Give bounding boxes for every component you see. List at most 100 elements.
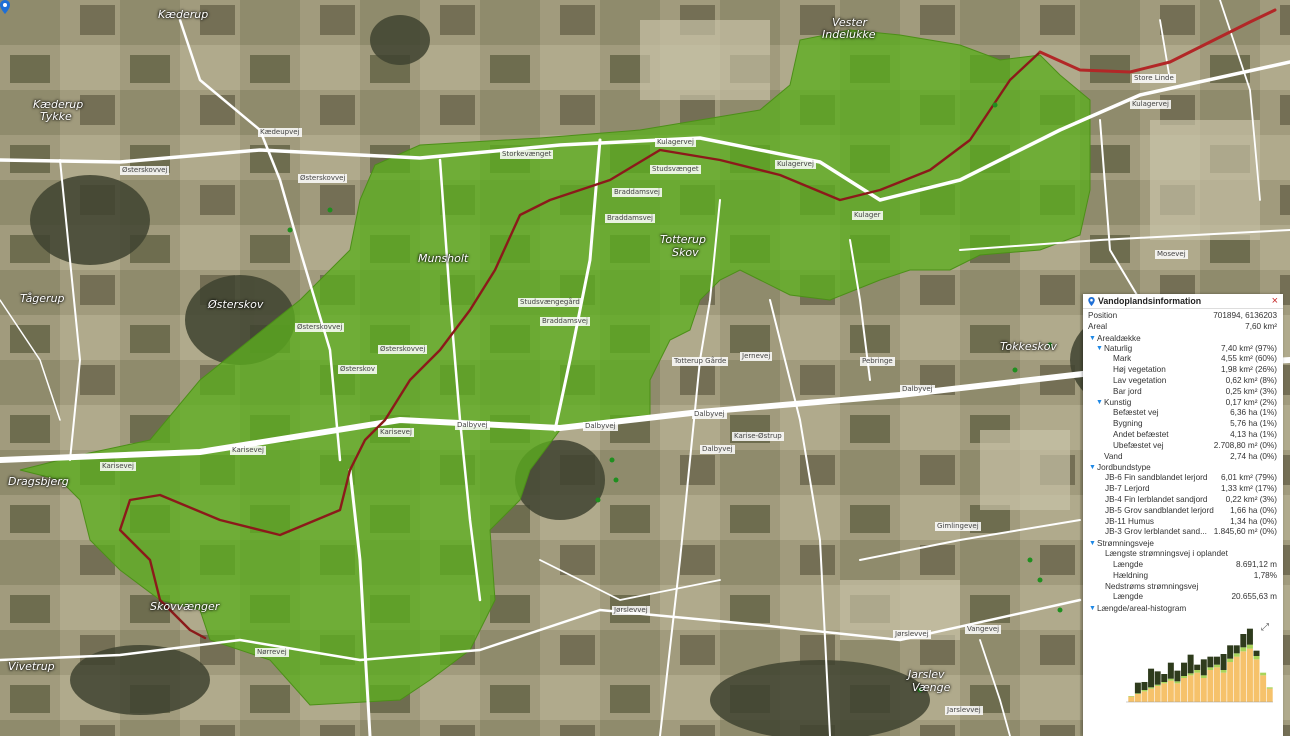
histogram-bar	[1167, 678, 1174, 681]
downstream-length-value: 20.655,63 m	[1231, 592, 1277, 602]
section-soil[interactable]: ▼ Jordbundstype	[1083, 462, 1283, 473]
histogram-bar	[1181, 676, 1188, 679]
flow-path	[118, 8, 1277, 640]
histogram-bar	[1174, 681, 1181, 684]
histogram-bar	[1233, 653, 1240, 657]
soil-label: JB-11 Humus	[1105, 516, 1154, 526]
panel-header: Vandoplandsinformation ×	[1083, 294, 1283, 309]
histogram-bar	[1148, 688, 1155, 703]
histogram-bar	[1161, 683, 1168, 703]
section-soil-label: Jordbundstype	[1097, 463, 1151, 473]
road-label: Dalbyvej	[700, 445, 735, 454]
close-icon[interactable]: ×	[1271, 295, 1278, 307]
histogram-bar	[1227, 658, 1234, 663]
histogram-container: ⤢	[1083, 614, 1283, 704]
place-label: Kæderup	[158, 8, 209, 21]
chevron-down-icon: ▼	[1089, 464, 1096, 472]
road-label: Pebringe	[860, 357, 895, 366]
histogram-bar	[1246, 648, 1253, 703]
histogram-bar	[1213, 664, 1220, 668]
histogram-bar	[1194, 664, 1201, 671]
section-histogram-label: Længde/areal-histogram	[1097, 604, 1187, 614]
histogram-bar	[1128, 696, 1135, 697]
histogram-bar	[1194, 672, 1201, 703]
histogram-bar	[1260, 672, 1267, 676]
expand-icon[interactable]: ⤢	[1261, 622, 1269, 634]
road-label: Kulagervej	[775, 160, 816, 169]
land-cover-label: Høj vegetation	[1113, 365, 1166, 375]
road-label: Studsvængegård	[518, 298, 582, 307]
histogram-bar	[1167, 680, 1174, 703]
road-label: Kædeupvej	[258, 128, 302, 137]
histogram-bar	[1260, 675, 1267, 703]
section-land-cover[interactable]: ▼ Arealdække	[1083, 333, 1283, 344]
road-label: Østerskov	[338, 365, 377, 374]
place-label: Vester	[832, 16, 867, 29]
histogram-bar	[1207, 656, 1214, 668]
land-cover-value: 0,25 km² (3%)	[1225, 386, 1277, 396]
downstream-length-label: Længde	[1113, 592, 1144, 602]
location-pin-icon[interactable]	[0, 0, 10, 14]
place-label: Indelukke	[822, 28, 876, 41]
downstream-length-row: Længde 20.655,63 m	[1083, 592, 1283, 603]
road-label: Kulager	[852, 211, 883, 220]
section-histogram[interactable]: ▼ Længde/areal-histogram	[1083, 603, 1283, 614]
place-label: Østerskov	[208, 298, 264, 311]
histogram-bar	[1187, 654, 1194, 674]
histogram-bar	[1181, 662, 1188, 677]
land-cover-value: 0,62 km² (8%)	[1225, 375, 1277, 385]
histogram-bar	[1148, 687, 1155, 689]
place-label: Vænge	[912, 681, 951, 694]
histogram-bar	[1134, 693, 1141, 695]
histogram-bar	[1266, 688, 1273, 703]
histogram-bar	[1207, 670, 1214, 703]
panel-title: Vandoplandsinformation	[1098, 296, 1202, 306]
land-cover-label: Ubefæstet vej	[1113, 440, 1164, 450]
soil-label: JB-3 Grov lerblandet sand...	[1105, 527, 1207, 537]
section-flow[interactable]: ▼ Strømningsveje	[1083, 538, 1283, 549]
histogram-bar	[1134, 682, 1141, 694]
place-label: Tågerup	[20, 292, 65, 305]
histogram-bar	[1240, 634, 1247, 648]
slope-value: 1,78%	[1253, 570, 1277, 580]
soil-label: JB-5 Grov sandblandet lerjord	[1105, 505, 1214, 515]
road-label: Braddamsvej	[612, 188, 663, 197]
section-land-cover-label: Arealdække	[1097, 333, 1141, 343]
soil-value: 6,01 km² (79%)	[1221, 473, 1277, 483]
road-label: Storkevænget	[500, 150, 554, 159]
histogram-bar	[1220, 654, 1227, 671]
area-value: 7,60 km²	[1245, 321, 1277, 331]
histogram-bar	[1227, 645, 1234, 659]
length-area-histogram	[1126, 628, 1273, 703]
histogram-bar	[1128, 696, 1135, 703]
road-label: Totterup Gårde	[672, 357, 729, 366]
soil-list: JB-6 Fin sandblandet lerjord 6,01 km² (79…	[1083, 473, 1283, 538]
land-cover-label: Andet befæstet	[1113, 429, 1169, 439]
place-label: Munsholt	[418, 252, 469, 265]
soil-label: JB-6 Fin sandblandet lerjord	[1105, 473, 1208, 483]
place-label: Totterup	[660, 233, 706, 246]
land-cover-value: 2,74 ha (0%)	[1230, 451, 1277, 461]
catchment-area[interactable]	[19, 29, 1091, 706]
histogram-bar	[1141, 690, 1148, 692]
histogram-bar	[1246, 644, 1253, 649]
road-label: Østerskovvej	[295, 323, 345, 332]
position-label: Position	[1088, 311, 1118, 320]
histogram-bar	[1253, 650, 1260, 657]
slope-row: Hældning 1,78%	[1083, 571, 1283, 582]
histogram-bar	[1154, 686, 1161, 703]
histogram-bar	[1161, 674, 1168, 683]
land-cover-label: Vand	[1104, 451, 1123, 461]
soil-row: JB-6 Fin sandblandet lerjord 6,01 km² (79…	[1083, 473, 1283, 484]
chevron-down-icon: ▼	[1089, 334, 1096, 342]
road-label: Jørslevvej	[893, 630, 931, 639]
